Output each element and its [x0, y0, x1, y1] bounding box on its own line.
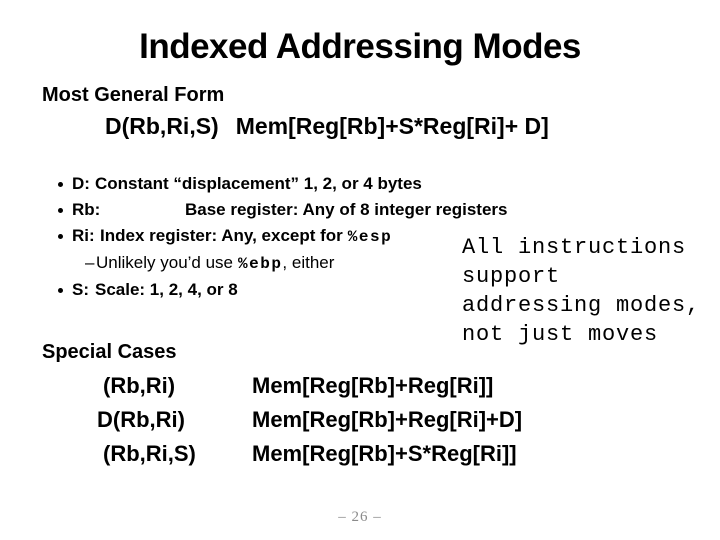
instructions-note: All instructions support addressing mode…: [462, 233, 700, 349]
slide-title: Indexed Addressing Modes: [139, 27, 581, 66]
addressing-mode: (Rb,Ri,S): [103, 441, 196, 466]
bullet-base-register: Rb: Base register: Any of 8 integer regis…: [58, 197, 508, 223]
dash-icon: –: [85, 253, 95, 272]
addressing-mode: D(Rb,Ri): [97, 407, 185, 432]
bullet-label: Ri:: [72, 226, 95, 245]
note-line: All instructions: [462, 235, 687, 260]
bullet-icon: [58, 208, 63, 213]
note-line: addressing modes,: [462, 293, 701, 318]
bullet-label: Rb:: [72, 200, 101, 219]
general-form-row: D(Rb,Ri,S) Mem[Reg[Rb]+S*Reg[Ri]+ D]: [105, 113, 549, 140]
sub-bullet-text: Unlikely you’d use: [96, 253, 234, 272]
bullet-index-register: Ri: Index register: Any, except for%esp: [58, 223, 478, 250]
bullet-label: D:: [72, 174, 90, 193]
register-code-esp: %esp: [347, 228, 393, 246]
heading-most-general-form: Most General Form: [42, 84, 225, 106]
bullet-text: Scale: 1, 2, 4, or 8: [95, 280, 238, 299]
mode-expansion: Mem[Reg[Rb]+Reg[Ri]]: [252, 373, 494, 398]
general-form-expansion: Mem[Reg[Rb]+S*Reg[Ri]+ D]: [235, 113, 549, 139]
special-cases-table: (Rb,Ri) Mem[Reg[Rb]+Reg[Ri]] D(Rb,Ri) Me…: [97, 373, 522, 475]
bullet-text: Base register: Any of 8 integer register…: [185, 200, 508, 219]
heading-special-cases: Special Cases: [42, 341, 177, 363]
bullet-icon: [58, 288, 63, 293]
table-row: D(Rb,Ri) Mem[Reg[Rb]+Reg[Ri]+D]: [97, 407, 522, 441]
bullet-scale: S: Scale: 1, 2, 4, or 8: [58, 277, 478, 303]
bullet-displacement: D: Constant “displacement” 1, 2, or 4 byt…: [58, 171, 478, 197]
note-line: not just moves: [462, 322, 659, 347]
bullet-icon: [58, 234, 63, 239]
page-number: – 26 –: [338, 509, 382, 525]
table-row: (Rb,Ri,S) Mem[Reg[Rb]+S*Reg[Ri]]: [97, 441, 522, 475]
table-row: (Rb,Ri) Mem[Reg[Rb]+Reg[Ri]]: [97, 373, 522, 407]
bullet-label: S:: [72, 280, 89, 299]
bullet-text: Index register: Any, except for: [100, 226, 343, 245]
bullet-list: D: Constant “displacement” 1, 2, or 4 byt…: [58, 171, 508, 303]
register-code-ebp: %ebp: [238, 255, 283, 273]
bullet-text: Constant “displacement” 1, 2, or 4 bytes: [95, 174, 422, 193]
mode-expansion: Mem[Reg[Rb]+Reg[Ri]+D]: [252, 407, 523, 432]
bullet-icon: [58, 182, 63, 187]
sub-bullet-text-after: , either: [282, 253, 335, 272]
general-form-syntax: D(Rb,Ri,S): [105, 113, 219, 139]
note-line: support: [462, 264, 561, 289]
addressing-mode: (Rb,Ri): [103, 373, 176, 398]
mode-expansion: Mem[Reg[Rb]+S*Reg[Ri]]: [252, 441, 517, 466]
sub-bullet-ebp-note: –Unlikely you’d use%ebp, either: [58, 250, 478, 277]
